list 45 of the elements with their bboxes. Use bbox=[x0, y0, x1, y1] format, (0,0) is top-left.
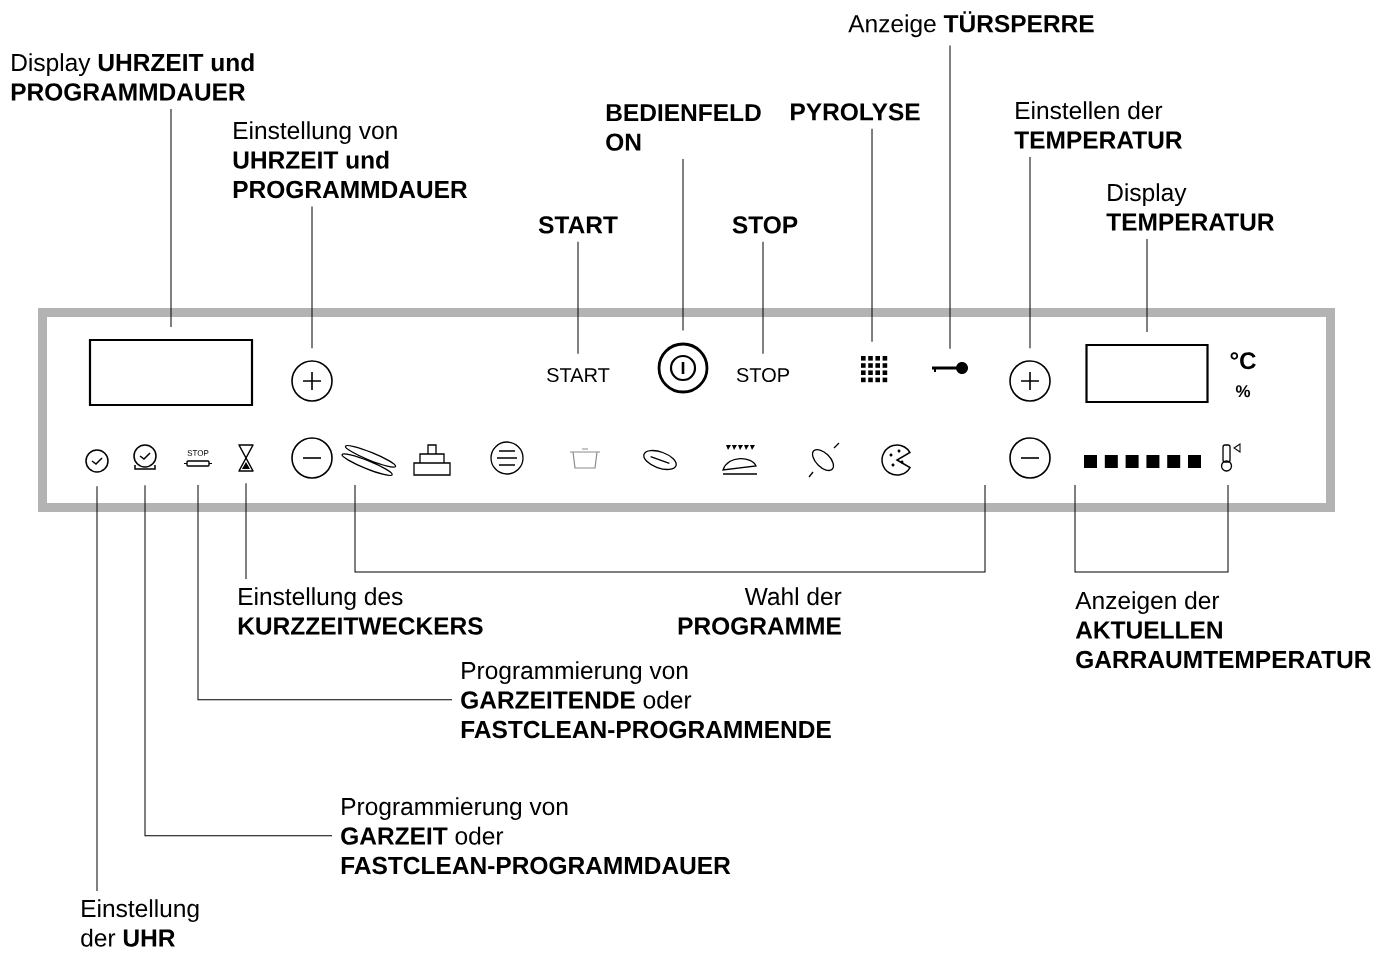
leader-line bbox=[311, 205, 313, 349]
clock-icon bbox=[85, 449, 109, 473]
plus-button bbox=[291, 360, 333, 402]
leader-line bbox=[682, 158, 684, 332]
callout-text: Anzeigen der AKTUELLEN GARRAUMTEMPERATUR bbox=[1075, 591, 1371, 669]
leader-line bbox=[197, 484, 453, 701]
leader-line bbox=[949, 44, 951, 350]
callout-text: STOP bbox=[732, 216, 798, 234]
callout-text: Anzeige TÜRSPERRE bbox=[848, 11, 1094, 38]
button-label: STOP bbox=[736, 367, 789, 383]
callout-text: Einstellung des KURZZEITWECKERS bbox=[238, 587, 483, 635]
callout-text: PYROLYSE bbox=[791, 103, 920, 121]
callout-text: Einstellen der TEMPERATUR bbox=[1014, 101, 1183, 149]
leader-line bbox=[1146, 238, 1148, 333]
leader-line bbox=[871, 128, 873, 343]
plus-button bbox=[1009, 360, 1051, 402]
callout-text: Einstellung von UHRZEIT und PROGRAMMDAUER bbox=[233, 121, 468, 199]
leader-line bbox=[577, 241, 579, 355]
callout-text: START bbox=[538, 216, 618, 234]
leader-line bbox=[170, 108, 172, 328]
control-panel bbox=[38, 308, 1335, 512]
display-window bbox=[1085, 343, 1209, 404]
callout-text: Programmierung von GARZEIT oder FASTCLEAN-PROGRAMMDAUER bbox=[341, 797, 731, 875]
clock-icon bbox=[133, 444, 157, 470]
leader-line bbox=[245, 482, 247, 580]
callout-text: BEDIENFELD ON bbox=[606, 104, 761, 151]
hourglass-icon bbox=[238, 444, 254, 472]
power-button bbox=[657, 342, 709, 394]
unit-label: % bbox=[1235, 385, 1251, 398]
display-window bbox=[88, 338, 254, 407]
key-icon bbox=[932, 362, 968, 374]
callout-text: Programmierung von GARZEITENDE oder FASTCLEAN-PROGRAMMENDE bbox=[461, 661, 831, 739]
leader-line bbox=[96, 485, 98, 892]
grid-icon bbox=[861, 356, 888, 383]
callout-text: Display TEMPERATUR bbox=[1106, 183, 1275, 231]
callout-text: Einstellung der UHR bbox=[81, 899, 199, 947]
leader-line bbox=[1029, 156, 1031, 349]
leader-line bbox=[144, 484, 333, 837]
callout-text: Display UHRZEIT und PROGRAMMDAUER bbox=[11, 53, 254, 101]
leader-line bbox=[762, 241, 764, 355]
button-label: START bbox=[547, 367, 610, 383]
minus-button bbox=[1009, 437, 1051, 479]
callout-text: Wahl der PROGRAMME bbox=[678, 587, 842, 635]
minus-button bbox=[291, 437, 333, 479]
unit-label: °C bbox=[1230, 352, 1256, 370]
